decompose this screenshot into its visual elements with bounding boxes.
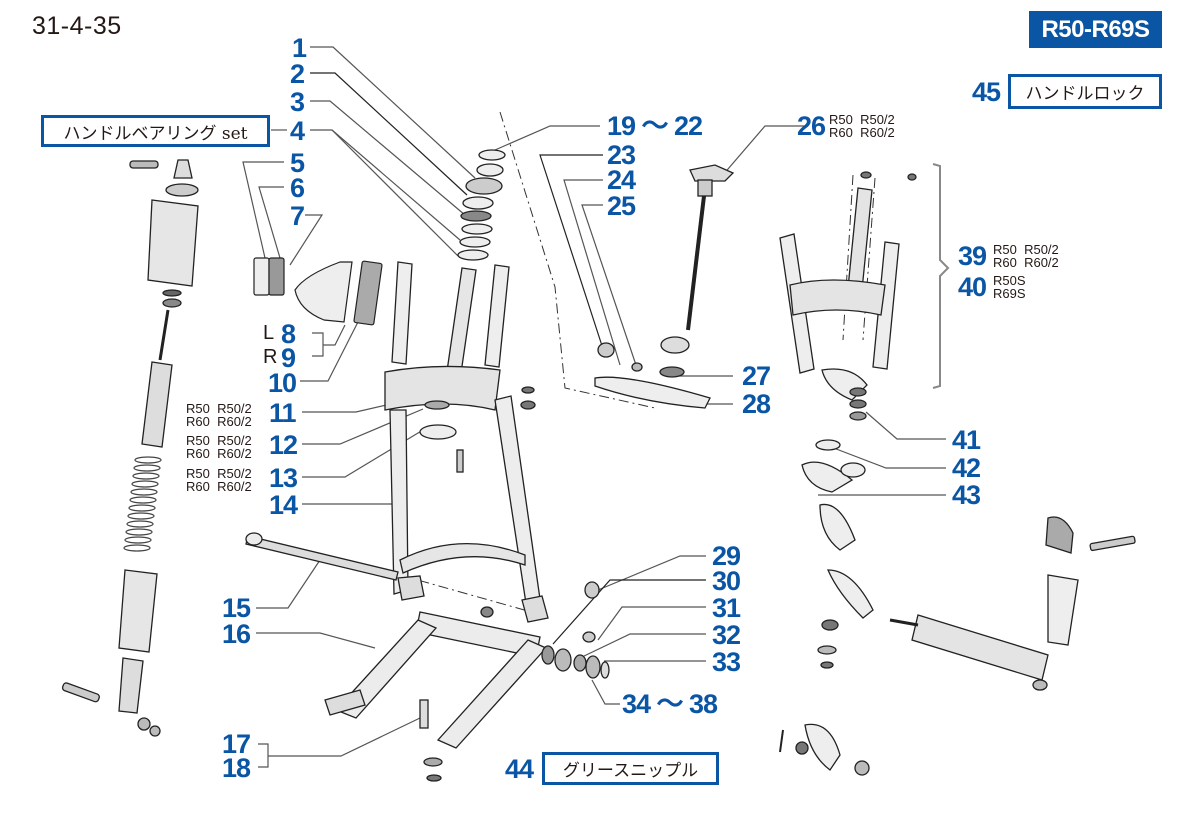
variants-39: R50 R50/2 R60 R60/2 (993, 242, 1059, 270)
callout-41[interactable]: 41 (952, 425, 981, 455)
axis-lines (399, 111, 876, 614)
leader-3 (310, 100, 466, 216)
callout-5[interactable]: 5 (290, 148, 305, 178)
leader-2 (310, 72, 468, 196)
bearing-set-box: ハンドルベアリング set (41, 115, 270, 147)
callout-40[interactable]: 40 (958, 272, 987, 302)
callout-19-22[interactable]: 19 ～ 22 (607, 111, 703, 141)
variants-11: R50 R50/2 R60 R60/2 (186, 401, 252, 429)
leader-4 (310, 129, 461, 241)
leader-17-18 (268, 717, 421, 757)
leader-16 (256, 632, 376, 649)
side-label-L: L (263, 322, 275, 344)
callout-27[interactable]: 27 (742, 361, 771, 391)
callout-13[interactable]: 13 (269, 463, 298, 493)
leader-1 (310, 46, 476, 179)
callout-33[interactable]: 33 (712, 647, 741, 677)
leader-19-22 (494, 125, 600, 151)
model-range-badge: R50-R69S (1029, 11, 1162, 48)
callout-45[interactable]: 45 (972, 77, 1001, 107)
leader-5 (242, 161, 284, 259)
callout-34-38[interactable]: 34 ～ 38 (622, 689, 718, 719)
callout-29[interactable]: 29 (712, 541, 741, 571)
handle-lock-box: ハンドルロック (1008, 74, 1162, 109)
leader-4b (331, 129, 459, 257)
callout-14[interactable]: 14 (269, 490, 298, 520)
brace-39-40 (932, 163, 950, 389)
steering-damper (779, 503, 1136, 776)
callout-31[interactable]: 31 (712, 593, 741, 623)
callout-42[interactable]: 42 (952, 453, 981, 483)
callout-43[interactable]: 43 (952, 480, 981, 510)
bracket-17-18 (258, 743, 269, 768)
callout-28[interactable]: 28 (742, 389, 771, 419)
callout-10[interactable]: 10 (268, 368, 297, 398)
leader-41 (865, 411, 946, 440)
bracket-8-9 (312, 332, 324, 357)
callout-12[interactable]: 12 (269, 430, 298, 460)
callout-4[interactable]: 4 (290, 116, 305, 146)
callout-16[interactable]: 16 (222, 619, 251, 649)
callout-25[interactable]: 25 (607, 191, 636, 221)
variants-40: R50S R69S (993, 273, 1026, 301)
leader-24 (563, 179, 621, 366)
callout-24[interactable]: 24 (607, 165, 636, 195)
callout-6[interactable]: 6 (290, 173, 305, 203)
callout-17[interactable]: 17 (222, 729, 251, 759)
leader-23 (539, 154, 606, 356)
leader-30 (552, 579, 706, 645)
handle-brackets (253, 257, 383, 326)
page-code: 31-4-35 (32, 12, 122, 40)
steering-damper-knob (594, 164, 735, 409)
callout-32[interactable]: 32 (712, 620, 741, 650)
callout-39[interactable]: 39 (958, 241, 987, 271)
callout-2[interactable]: 2 (290, 59, 305, 89)
upper-fork-bridge (779, 171, 917, 493)
leader-7 (289, 214, 324, 266)
leader-8-9 (323, 324, 346, 346)
callout-3[interactable]: 3 (290, 87, 305, 117)
leader-32 (581, 633, 706, 658)
grease-nipple-box: グリースニップル (542, 752, 719, 785)
callout-18[interactable]: 18 (222, 753, 251, 783)
callout-11[interactable]: 11 (269, 398, 297, 428)
callout-23[interactable]: 23 (607, 140, 636, 170)
callout-8[interactable]: 8 (281, 319, 296, 349)
center-stand (245, 532, 610, 782)
callout-1[interactable]: 1 (292, 33, 307, 63)
leader-25 (581, 204, 637, 366)
callout-7[interactable]: 7 (290, 201, 305, 231)
variants-12: R50 R50/2 R60 R60/2 (186, 433, 252, 461)
leader-26 (721, 125, 805, 177)
leader-29 (597, 555, 706, 591)
leader-42 (830, 446, 946, 469)
variants-13: R50 R50/2 R60 R60/2 (186, 466, 252, 494)
callout-26[interactable]: 26 (797, 111, 826, 141)
leader-6 (258, 186, 284, 259)
callout-30[interactable]: 30 (712, 566, 741, 596)
leader-10 (300, 317, 361, 382)
leader-15 (256, 559, 321, 609)
side-label-R: R (263, 346, 278, 368)
leader-34-38 (591, 679, 620, 705)
callout-9[interactable]: 9 (281, 343, 296, 373)
variants-26: R50 R50/2 R60 R60/2 (829, 112, 895, 140)
fork-assembly (384, 149, 549, 623)
leader-31 (597, 606, 706, 641)
shock-absorber (61, 159, 199, 737)
callout-15[interactable]: 15 (222, 593, 251, 623)
callout-44[interactable]: 44 (505, 754, 534, 784)
